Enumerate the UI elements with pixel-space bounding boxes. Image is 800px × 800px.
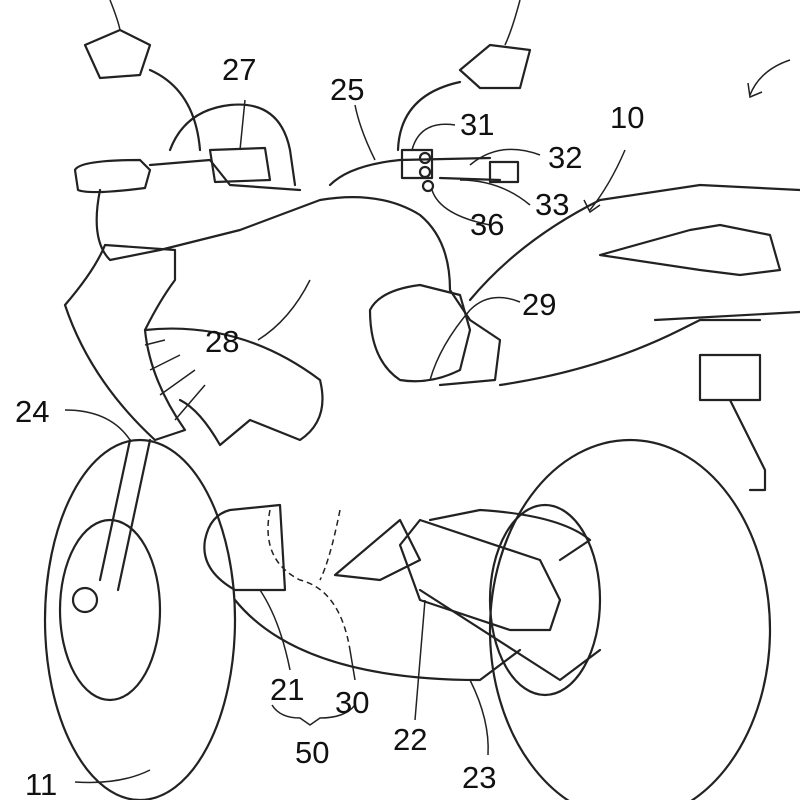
rear-frame	[498, 318, 762, 387]
arrow-10	[583, 149, 626, 214]
label-24: 24	[15, 394, 49, 429]
arrow-figure	[747, 59, 791, 99]
front-fork	[98, 438, 152, 592]
meter-cowl	[168, 103, 297, 187]
switch-button	[421, 179, 435, 193]
meter	[208, 146, 272, 184]
swing-arm	[418, 588, 602, 682]
under-cowl	[233, 598, 522, 682]
engine-cover	[203, 503, 287, 592]
tail	[598, 223, 782, 277]
left-mirror	[83, 0, 202, 152]
switch-box	[400, 148, 434, 180]
label-32: 32	[548, 140, 582, 175]
front-tire	[43, 438, 237, 800]
leader-lines	[64, 99, 541, 784]
seat	[468, 183, 800, 302]
label-21: 21	[270, 672, 304, 707]
left-handlebar	[148, 158, 302, 192]
right-grip-end	[488, 160, 520, 184]
switch-button	[418, 151, 432, 165]
front-axle	[71, 586, 99, 614]
label-22: 22	[393, 722, 427, 757]
rear-rim	[488, 503, 602, 697]
hidden-line-21	[319, 509, 341, 581]
brake-lever	[438, 176, 502, 182]
radiator-fins	[144, 339, 206, 421]
label-25: 25	[330, 72, 364, 107]
label-10: 10	[610, 100, 644, 135]
label-50: 50	[295, 735, 329, 770]
label-33: 33	[535, 187, 569, 222]
license-plate	[698, 353, 762, 402]
muffler	[398, 518, 562, 632]
hidden-line-30	[267, 509, 351, 651]
left-grip	[73, 158, 152, 194]
rear-tire	[488, 438, 772, 800]
label-36: 36	[470, 207, 504, 242]
fuel-tank	[95, 188, 502, 387]
front-cowl	[63, 243, 187, 442]
heat-guard	[428, 508, 592, 562]
label-31: 31	[460, 107, 494, 142]
label-11: 11	[25, 767, 57, 800]
side-cover	[368, 283, 472, 383]
rear-fender-stay	[728, 398, 767, 492]
label-28: 28	[205, 324, 239, 359]
front-rim	[58, 518, 162, 702]
switch-button	[418, 165, 432, 179]
turn-signal	[653, 310, 800, 322]
right-handlebar	[328, 156, 492, 187]
label-23: 23	[462, 760, 496, 795]
side-shroud	[143, 327, 324, 447]
exhaust-joint	[333, 518, 422, 582]
label-30: 30	[335, 685, 369, 720]
label-29: 29	[522, 287, 556, 322]
right-mirror	[396, 0, 532, 152]
label-27: 27	[222, 52, 256, 87]
